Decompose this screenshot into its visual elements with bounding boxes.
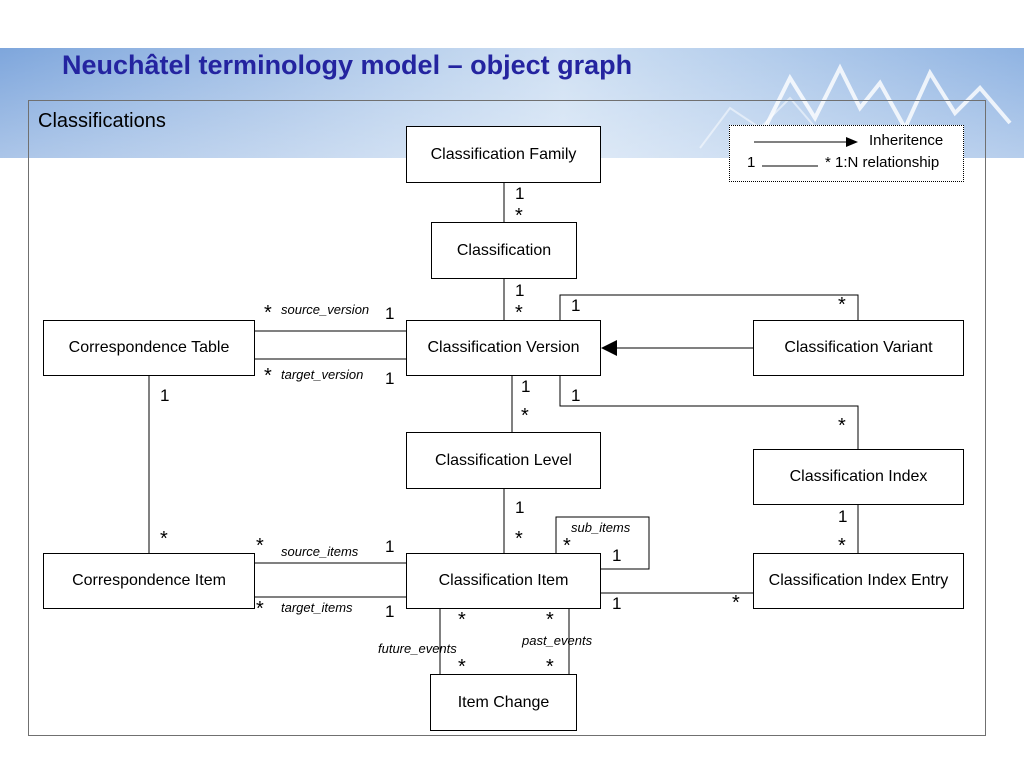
mult-many: * [838,535,846,557]
mult-one: 1 [838,507,848,526]
legend-relationship-label: * 1:N relationship [825,154,940,171]
correspondence-table-box: Correspondence Table [43,320,255,376]
mult-many: * [264,302,272,324]
diagram-frame [28,100,986,736]
mult-one: 1 [385,537,395,556]
mult-many: * [521,405,529,427]
section-label: Classifications [38,110,166,132]
classification-box: Classification [431,222,577,279]
mult-many: * [563,535,571,557]
mult-many: * [515,205,523,227]
classification-index-entry-box: Classification Index Entry [753,553,964,609]
role-target-items: target_items [281,600,353,615]
mult-one: 1 [571,386,581,405]
classification-family-box: Classification Family [406,126,601,183]
legend-relationship-one: 1 [747,154,756,171]
page-title: Neuchâtel terminology model – object gra… [62,50,633,80]
classification-level-box: Classification Level [406,432,601,489]
role-target-version: target_version [281,367,364,382]
mult-one: 1 [385,602,395,621]
mult-one: 1 [515,281,525,300]
mult-one: 1 [160,386,170,405]
mult-many: * [838,415,846,437]
header-banner [0,48,1024,158]
mult-one: 1 [612,546,622,565]
mult-many: * [838,294,846,316]
mult-one: 1 [385,304,395,323]
classification-index-box: Classification Index [753,449,964,505]
mult-one: 1 [515,184,525,203]
mult-many: * [256,535,264,557]
classification-version-box: Classification Version [406,320,601,376]
inheritance-arrow-icon [754,137,858,147]
mult-many: * [458,609,466,631]
mult-one: 1 [385,369,395,388]
mult-one: 1 [612,594,622,613]
mult-many: * [515,528,523,550]
classification-variant-box: Classification Variant [753,320,964,376]
role-source-version: source_version [281,302,370,317]
role-past-events: past_events [522,633,593,648]
mult-many: * [458,656,466,678]
mult-one: 1 [571,296,581,315]
mult-many: * [160,528,168,550]
mult-many: * [546,656,554,678]
role-future-events: future_events [378,641,457,656]
mult-many: * [256,598,264,620]
legend-inheritance-label: Inheritence [869,132,944,149]
role-sub-items: sub_items [571,520,631,535]
role-source-items: source_items [281,544,359,559]
classification-item-box: Classification Item [406,553,601,609]
relationship-line-icon [762,165,818,167]
item-change-box: Item Change [430,674,577,731]
mult-many: * [515,302,523,324]
legend: Inheritence 1 * 1:N relationship [729,125,964,182]
mult-many: * [264,365,272,387]
mult-one: 1 [515,498,525,517]
correspondence-item-box: Correspondence Item [43,553,255,609]
mult-one: 1 [521,377,531,396]
mult-many: * [732,592,740,614]
mult-many: * [546,609,554,631]
